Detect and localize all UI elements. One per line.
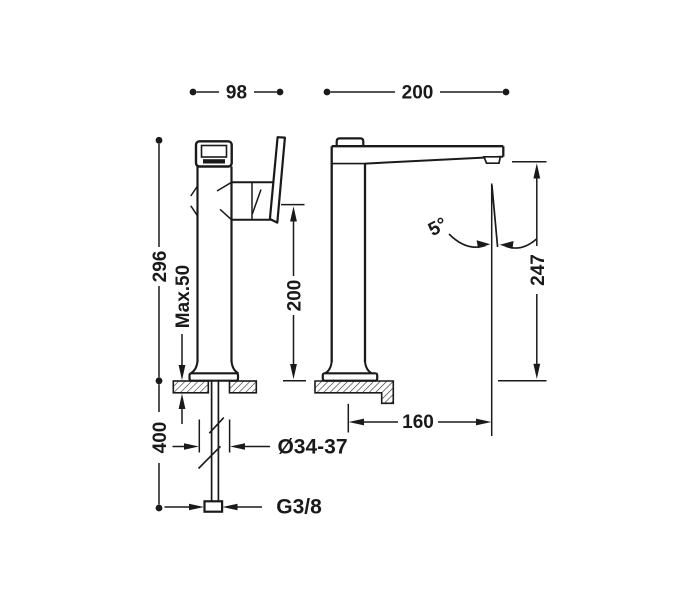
arrow-down <box>178 365 186 381</box>
arrow-right <box>189 503 204 511</box>
front-chamfer-tick <box>219 208 233 221</box>
side-base-plate <box>321 372 379 382</box>
dim-label-connection: G3/8 <box>276 496 322 519</box>
dim-label-5deg: 5° <box>425 214 451 241</box>
front-cartridge-housing <box>231 181 277 221</box>
side-spout-underside <box>364 155 504 165</box>
side-aerator <box>482 155 502 165</box>
arrow-up <box>178 393 186 409</box>
countertop-front-left <box>172 380 210 394</box>
dim-label-200-top: 200 <box>402 83 434 104</box>
side-handle-cap <box>335 137 365 147</box>
dim-under-deck-400: 400 <box>150 384 171 512</box>
countertop-front-right <box>228 380 258 394</box>
front-view-faucet <box>188 136 286 382</box>
front-spout-head-inner <box>200 144 228 158</box>
dim-hole-diameter: Ø34-37 <box>172 419 348 459</box>
arrow-right <box>184 443 199 450</box>
countertop-sections <box>172 380 395 405</box>
arrow-down <box>290 364 297 380</box>
dim-label-max50: Max.50 <box>173 265 194 328</box>
dim-label-hole-diameter: Ø34-37 <box>277 436 347 459</box>
dim-spout-height-247: 247 <box>498 161 549 382</box>
front-chamfer-tick <box>190 185 199 197</box>
dim-dot <box>155 377 163 385</box>
dim-dot <box>323 88 331 96</box>
dim-dot <box>276 88 284 96</box>
dim-dot <box>502 88 510 96</box>
g38-fitting <box>203 500 224 513</box>
tube-break-mark <box>208 417 225 434</box>
side-view-faucet <box>321 137 505 382</box>
front-chamfer-tick <box>190 205 199 217</box>
arrow-left <box>222 503 238 511</box>
dim-spray-angle: 5° <box>425 183 538 436</box>
dim-connection-thread: G3/8 <box>164 496 322 519</box>
side-base-flare-right <box>364 360 373 375</box>
front-handle-lever <box>268 136 286 224</box>
dim-label-160: 160 <box>402 412 434 433</box>
dim-dot <box>189 88 197 96</box>
countertop-side-corner <box>314 380 395 405</box>
dim-spout-reach-160: 160 <box>347 403 492 433</box>
front-chamfer-tick <box>216 181 232 192</box>
dim-handle-height-200: 200 <box>281 203 306 382</box>
dim-label-200-front: 200 <box>285 280 306 312</box>
arrow-up <box>290 206 297 222</box>
dim-dot <box>155 504 163 512</box>
spray-direction-line <box>491 184 499 248</box>
side-base-flare-left <box>324 360 333 375</box>
front-base-flare-left <box>189 360 199 375</box>
front-base-flare-right <box>230 360 240 375</box>
arrow-right <box>476 418 492 426</box>
dim-top-depth-200: 200 <box>323 83 510 104</box>
front-aerator-slot <box>203 159 225 164</box>
tube-break-mark <box>197 445 222 470</box>
arrow-left <box>230 443 245 450</box>
supply-tube <box>197 380 225 513</box>
dim-top-width-98: 98 <box>189 83 284 104</box>
arrow-up <box>533 163 541 179</box>
arrow-left <box>499 241 514 249</box>
arrow-right <box>476 240 491 249</box>
dim-total-height-296: 296 <box>150 136 171 385</box>
dim-label-98: 98 <box>226 83 247 104</box>
front-base-plate <box>188 372 240 382</box>
arrow-down <box>533 363 541 379</box>
dim-label-247: 247 <box>528 254 549 286</box>
dim-label-400: 400 <box>150 422 171 454</box>
dim-deck-thickness-max50: Max.50 <box>173 265 194 424</box>
arrow-left <box>348 418 364 426</box>
dim-dot <box>155 136 163 144</box>
dim-label-296: 296 <box>150 251 171 283</box>
